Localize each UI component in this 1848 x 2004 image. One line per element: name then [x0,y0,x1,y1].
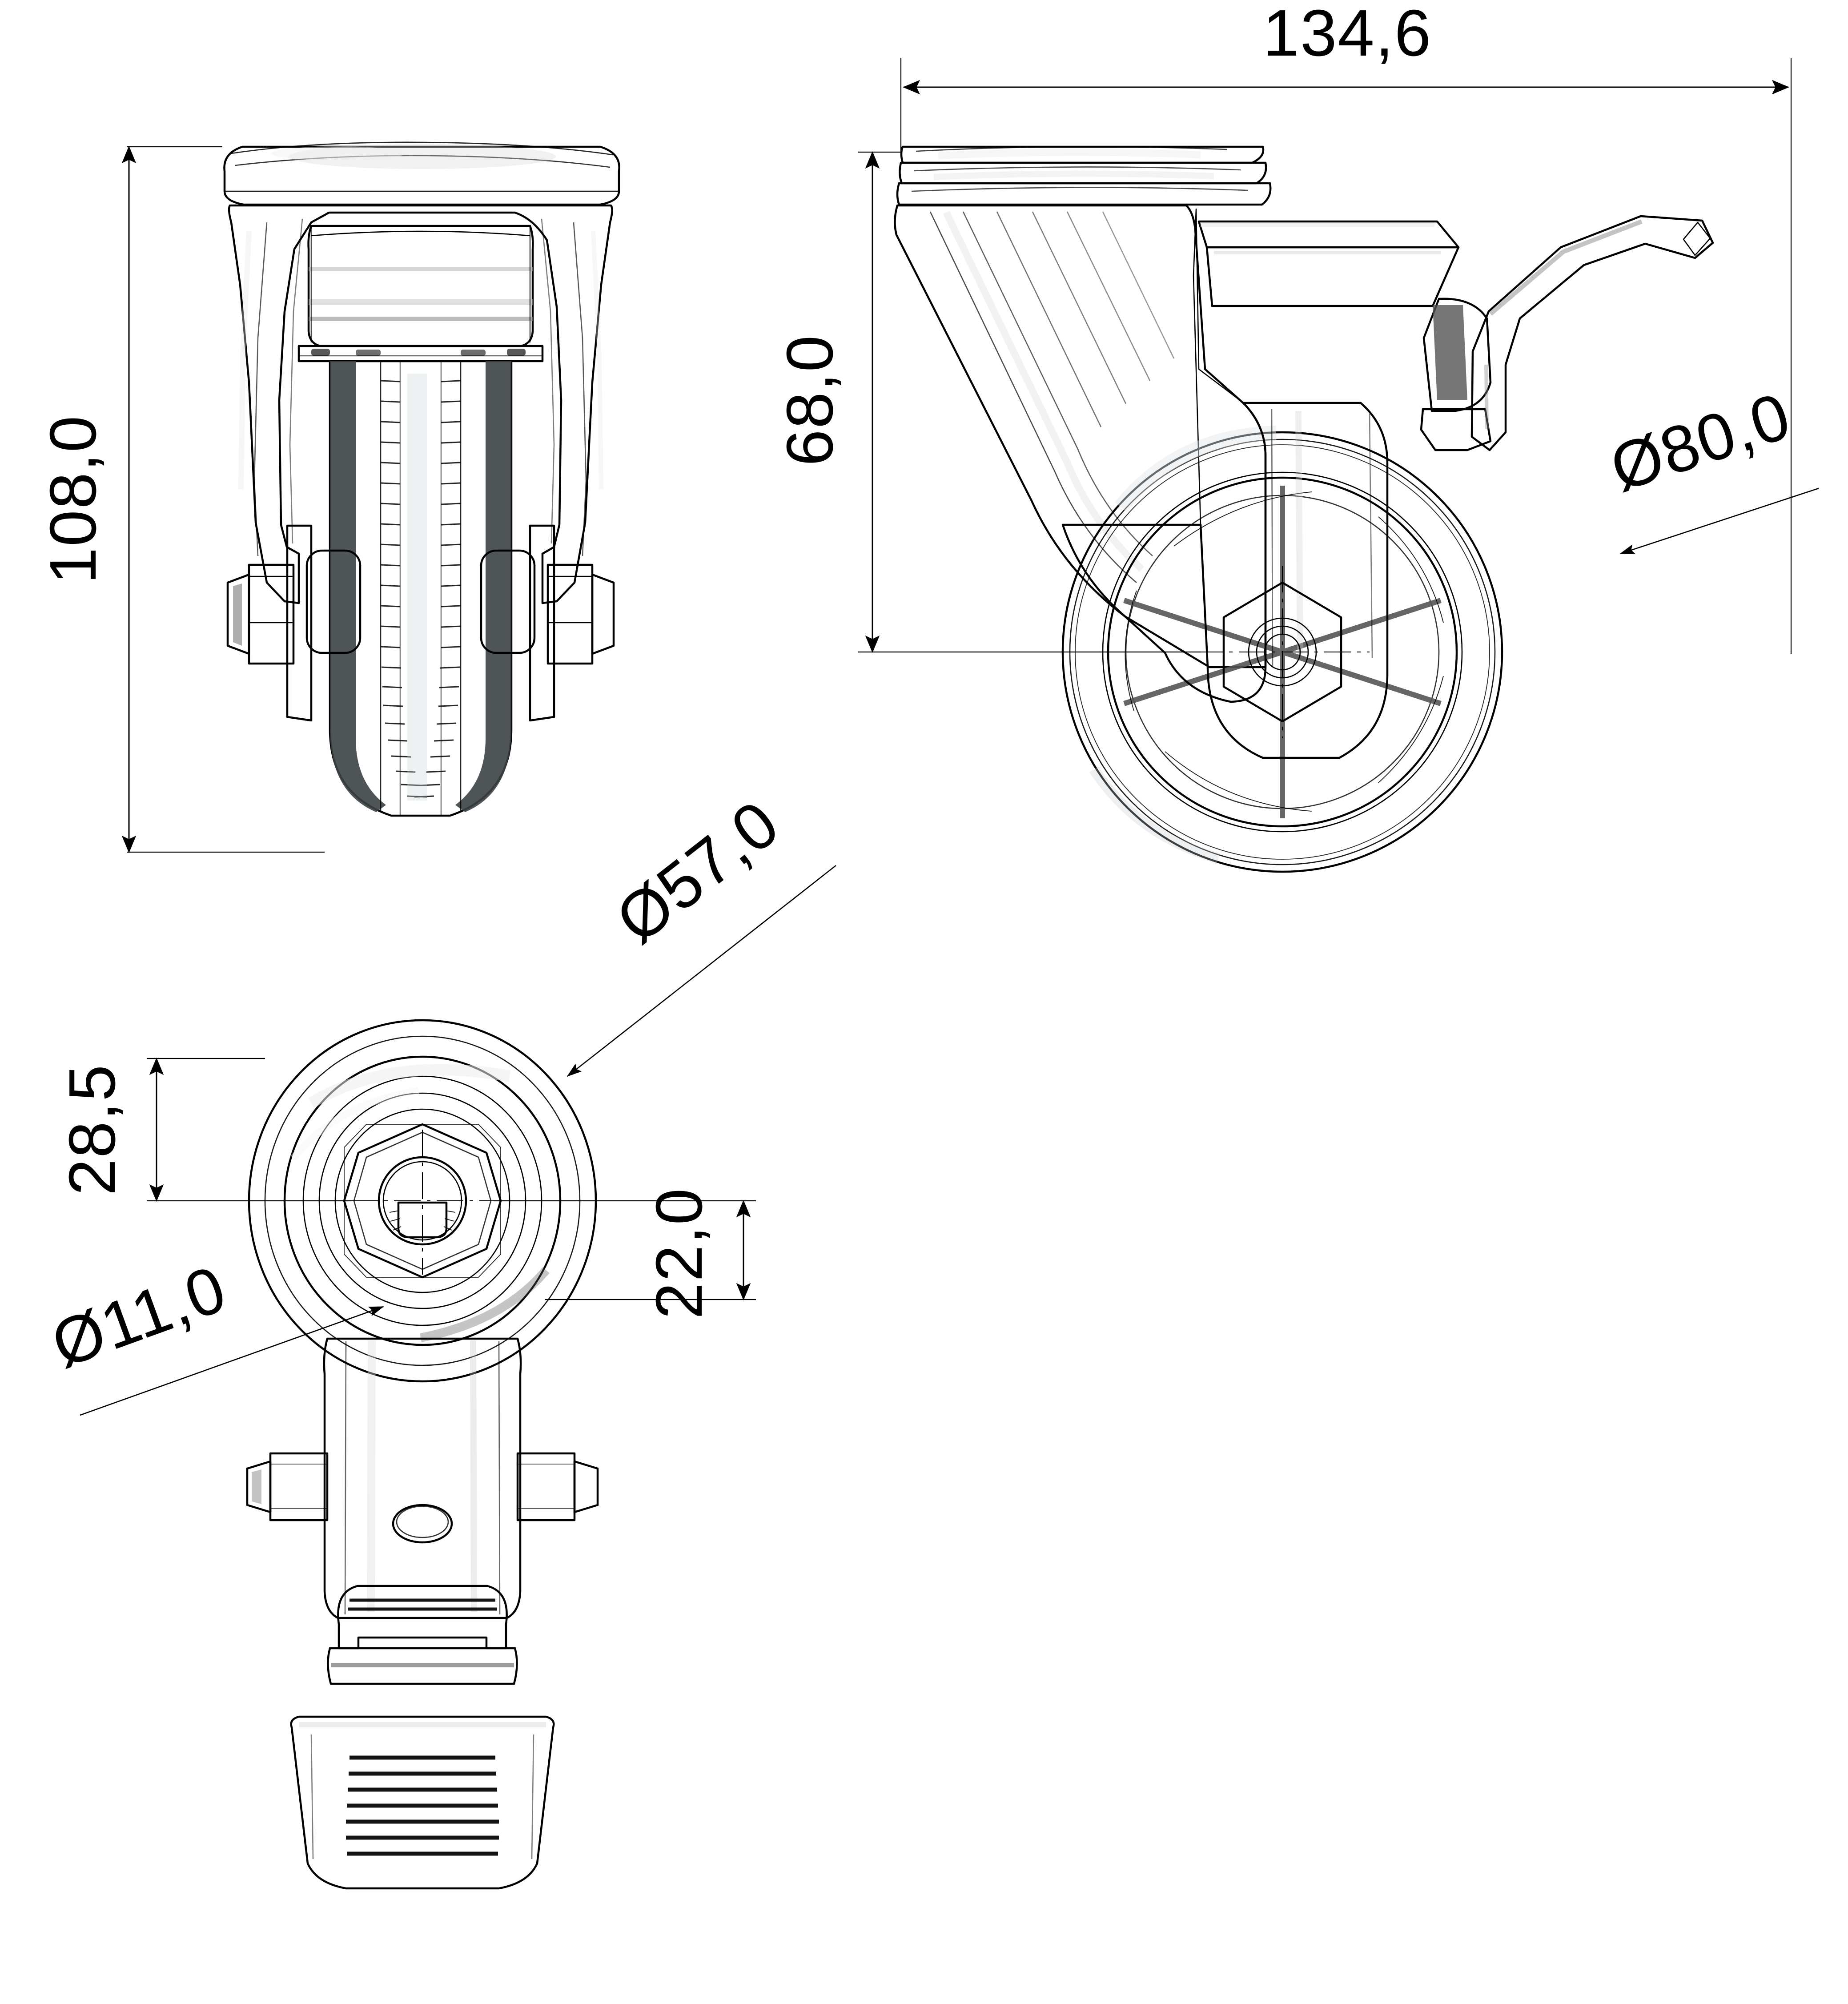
dim-plate-diameter: Ø57,0 [566,786,836,1077]
top-brake-pedal [290,1715,555,1890]
dim-label-d80: Ø80,0 [1602,379,1799,506]
dim-label-134-6: 134,6 [1263,0,1432,70]
dim-side-height: 68,0 [773,151,1201,653]
dim-bore-diameter: Ø11,0 [43,1251,384,1416]
dim-front-height: 108,0 [36,146,325,853]
top-brake-step [327,1585,518,1685]
dim-label-22: 22,0 [643,1187,716,1319]
dim-wheel-diameter: Ø80,0 [1602,379,1819,555]
front-view: 108,0 [36,141,620,853]
top-fork-body [323,1337,522,1619]
top-axle-nuts [246,1452,599,1521]
side-brake-assembly [1420,215,1714,451]
top-view: Ø57,0 28,5 22,0 Ø11,0 [43,786,836,1890]
side-top-plate [896,145,1272,206]
front-top-plate [223,141,620,206]
dim-label-108: 108,0 [36,415,110,584]
side-fork-leg [1061,402,1389,759]
side-view: 134,6 68,0 Ø80,0 [773,0,1819,873]
front-wheel [329,360,513,817]
front-axle-assembly [226,524,615,722]
dim-label-68: 68,0 [773,334,847,466]
dim-label-d57: Ø57,0 [603,786,792,957]
side-axle-nut [1196,566,1370,738]
dim-offset-lower: 22,0 [494,1187,756,1319]
front-brake-housing [297,225,544,362]
side-fork-body [894,204,1460,668]
dim-side-length: 134,6 [900,0,1792,654]
front-swivel-shell [228,204,613,604]
dim-offset-upper: 28,5 [56,1058,351,1202]
dim-label-d11: Ø11,0 [43,1251,236,1382]
dim-label-28-5: 28,5 [56,1064,129,1195]
